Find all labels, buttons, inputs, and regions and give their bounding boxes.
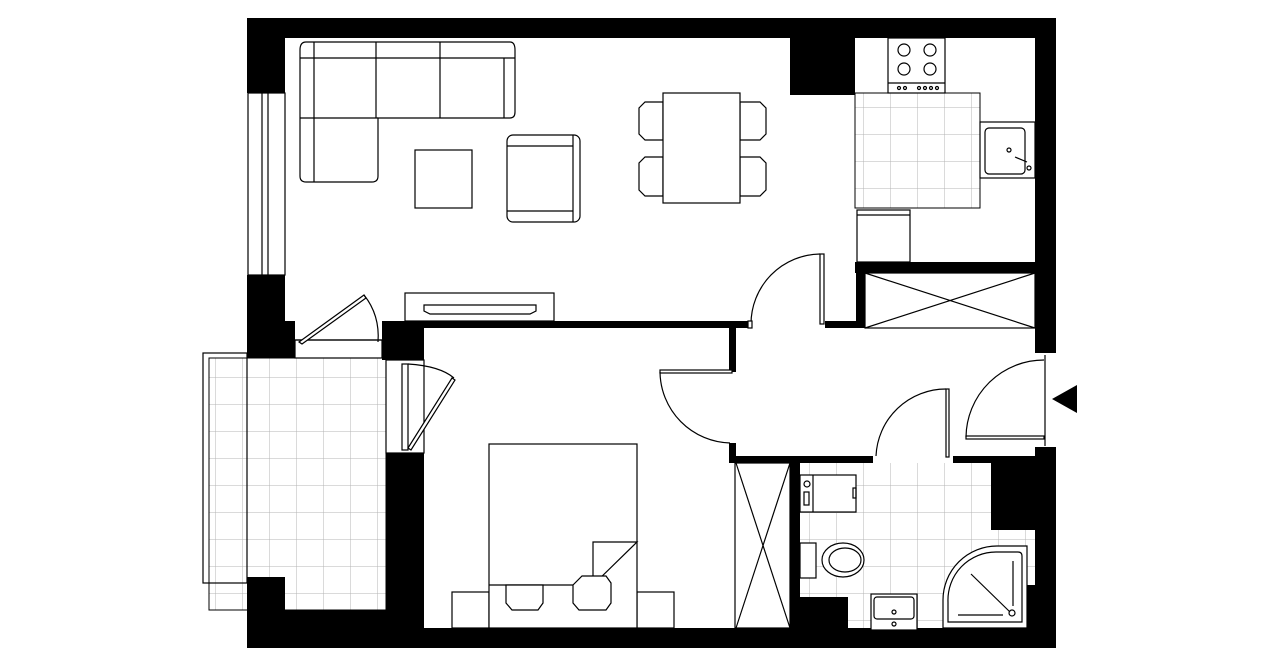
entrance-door[interactable]: [965, 355, 1046, 446]
bathroom-sink: [870, 593, 918, 631]
balcony-railing: [202, 352, 248, 584]
kitchen-counter: [854, 92, 981, 209]
door-bathroom[interactable]: [875, 388, 950, 458]
tv-unit: [404, 292, 555, 322]
corner-sofa: [299, 41, 516, 183]
washing-machine: [799, 474, 857, 513]
wardrobe-hallway: [864, 272, 1036, 329]
dining-set: [638, 92, 767, 204]
walls: [247, 18, 1056, 648]
shower: [942, 545, 1028, 629]
balcony-floor: [208, 357, 387, 611]
door-living-room[interactable]: [747, 253, 825, 329]
window-living-room: [247, 92, 286, 276]
armchair: [506, 134, 581, 223]
closet: [734, 462, 791, 629]
nightstands: [451, 591, 675, 629]
kitchen-sink: [979, 121, 1036, 179]
fridge: [856, 209, 911, 263]
door-bedroom[interactable]: [659, 369, 733, 444]
balcony-door-bedroom[interactable]: [385, 359, 456, 454]
toilet: [799, 542, 865, 579]
balcony-door-living[interactable]: [294, 294, 383, 359]
entrance-arrow-icon: [1052, 385, 1077, 413]
coffee-table: [414, 149, 473, 209]
bed: [488, 443, 639, 629]
stove: [887, 37, 946, 94]
